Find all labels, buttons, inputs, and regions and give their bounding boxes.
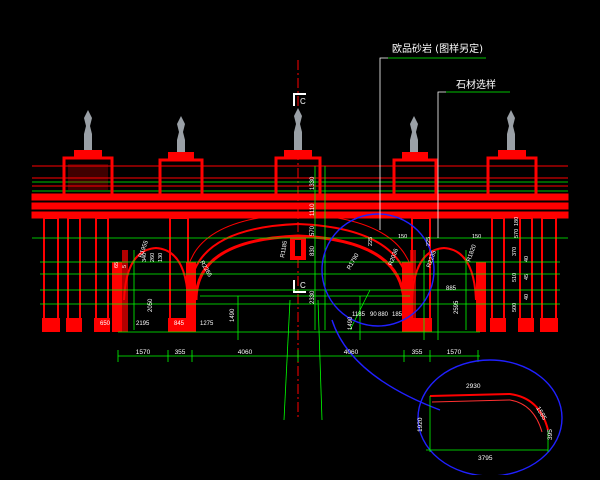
dim-1570-right: 1570 [447, 349, 462, 356]
dim-65: 65 [114, 262, 120, 268]
radius-r2235: R2235 [426, 249, 438, 268]
pier-post-2 [158, 116, 204, 198]
dim-340: 340 [142, 253, 148, 262]
dim-1110: 1110 [310, 203, 316, 216]
detail-dim-1920: 1920 [417, 417, 424, 432]
dim-5: 5 [122, 265, 128, 268]
material-annotation-sandstone: 欧品砂岩 (图样另定) [392, 44, 483, 55]
dim-2330: 2330 [310, 290, 316, 304]
pier-post-1 [62, 110, 114, 198]
center-column-labels: 1330 1110 570 830 2330 1490 [310, 176, 354, 330]
right-bay-labels: 1185 90 880 185 885 2595 [352, 286, 460, 318]
dim-570-right: 570 [514, 229, 520, 238]
railing-green-lines [32, 181, 568, 192]
dim-2050: 2050 [148, 298, 154, 312]
dim-40-b: 40 [524, 294, 530, 300]
radius-r1955: R1955 [138, 239, 150, 258]
left-bay-labels: 650 2195 845 1275 1490 2050 [100, 298, 236, 327]
section-mark-bottom: C [293, 280, 306, 293]
dim-4060-left: 4060 [238, 349, 253, 356]
detail-dim-2930: 2930 [466, 383, 481, 390]
dim-355-right: 355 [412, 349, 423, 356]
section-mark-top-label: C [300, 97, 306, 106]
detail-profile [426, 392, 549, 452]
dim-150-b: 150 [472, 234, 481, 240]
pier-post-4 [392, 116, 438, 198]
dim-2195: 2195 [136, 321, 150, 327]
small-dimension-labels: 225 150 225 150 570 180 510 370 40 45 40… [114, 217, 530, 312]
pier-post-center [274, 108, 322, 198]
side-arch-left [123, 246, 189, 301]
dim-90: 90 [370, 312, 377, 318]
dim-1185: 1185 [352, 312, 366, 318]
dim-1490-left: 1490 [230, 308, 236, 322]
section-mark-bottom-label: C [300, 281, 306, 290]
dim-45: 45 [524, 274, 530, 280]
dim-185: 185 [392, 312, 403, 318]
dim-150-a: 150 [398, 234, 407, 240]
radius-r2036: R2036 [388, 247, 400, 266]
bottom-dimension-labels: 1570 355 4060 4060 355 1570 [136, 349, 462, 356]
radius-r1820: R1820 [466, 243, 478, 262]
leader-lines [379, 57, 446, 238]
dim-500: 500 [512, 303, 518, 312]
dim-1570-left: 1570 [136, 349, 151, 356]
keystone [290, 236, 306, 260]
dim-1490-center: 1490 [348, 316, 354, 330]
dim-570-center: 570 [310, 225, 316, 236]
dim-2595: 2595 [454, 300, 460, 314]
dim-845: 845 [174, 321, 185, 327]
dim-510-a: 510 [512, 273, 518, 282]
dim-1330: 1330 [310, 176, 316, 190]
dim-225-a: 225 [368, 237, 374, 246]
dimension-lines [32, 166, 568, 421]
dim-225-b: 225 [426, 237, 432, 246]
dim-1275: 1275 [200, 321, 214, 327]
dim-180: 180 [514, 217, 520, 226]
detail-dim-395: 395 [547, 429, 554, 440]
section-mark-top: C [293, 93, 306, 106]
dim-4060-right: 4060 [344, 349, 359, 356]
dim-830: 830 [310, 245, 316, 256]
dim-880: 880 [378, 312, 389, 318]
radius-r1185: R1185 [280, 240, 289, 259]
dim-885: 885 [446, 286, 457, 292]
dim-260: 260 [150, 253, 156, 262]
leader-lines-green [388, 57, 510, 93]
dim-370: 370 [512, 247, 518, 256]
dim-650: 650 [100, 321, 111, 327]
dim-355-left: 355 [175, 349, 186, 356]
detail-circles [321, 213, 563, 477]
material-annotation-stone-sample: 石材选样 [456, 80, 496, 91]
side-arch-right [411, 246, 477, 301]
dim-40-a: 40 [524, 256, 530, 262]
detail-dim-3795: 3795 [478, 455, 493, 462]
dim-130: 130 [158, 253, 164, 262]
pier-post-5 [486, 110, 538, 198]
